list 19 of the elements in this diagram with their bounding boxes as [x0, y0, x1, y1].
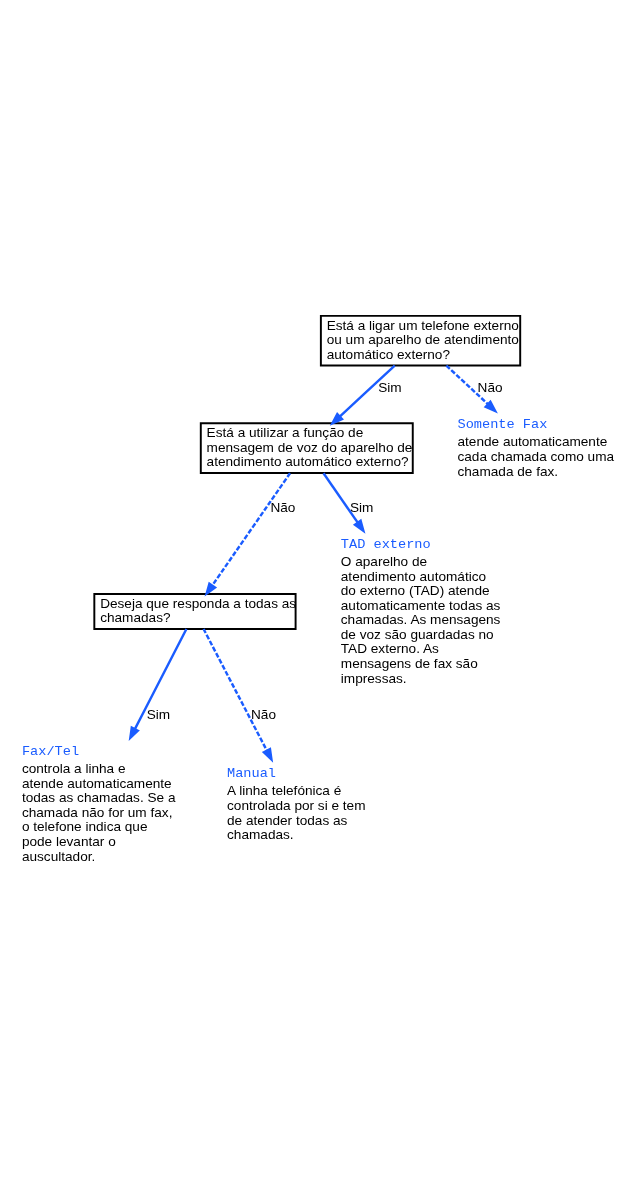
node-box: Está a utilizar a função de mensagem de voz do aparelho de atendimento automático externo?	[199, 422, 414, 474]
node-text: Manual A linha telefónica é controlada por si e tem de atender todas as chamadas.	[227, 765, 366, 843]
edge-label: Não	[477, 379, 503, 395]
arrow	[322, 472, 366, 534]
node-text: Somente Fax atende automaticamente cada chamada como uma chamada de fax.	[457, 416, 615, 479]
arrow	[128, 628, 188, 742]
edge-label: Não	[251, 706, 276, 722]
edge-label: Sim	[349, 499, 374, 515]
node-text: TAD externo O aparelho de atendimento automático do externo (TAD) atende automaticamente todas as chamadas. As mensagens de voz são guardadas no TAD externo. As mensagens de fax são impressas.	[340, 536, 501, 686]
edge-label: Sim	[146, 706, 171, 722]
node-box: Está a ligar um telefone externo ou um aparelho de atendimento automático externo?	[319, 314, 522, 367]
edge-label: Não	[270, 499, 296, 515]
arrow	[445, 364, 498, 414]
arrow	[202, 628, 274, 763]
arrow	[329, 364, 396, 426]
node-text: Fax/Tel controla a linha e atende automaticamente todas as chamadas. Se a chamada não for um fax, o telefone indica que pode levantar o auscultador.	[21, 743, 176, 864]
node-box: Deseja que responda a todas as chamadas?	[93, 593, 297, 630]
edge-label: Sim	[378, 379, 402, 395]
arrow	[204, 472, 292, 597]
